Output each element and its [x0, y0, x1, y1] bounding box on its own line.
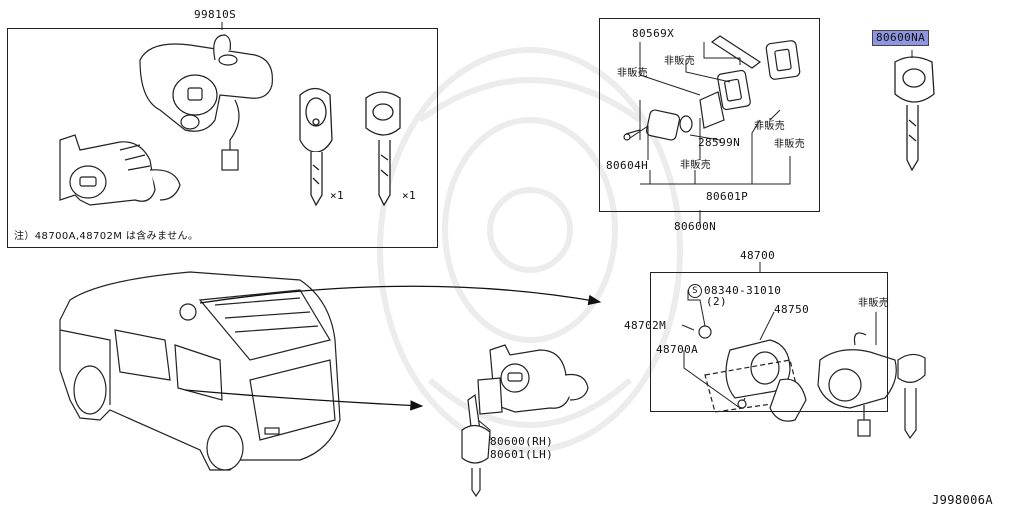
- label-80600na-highlighted[interactable]: 80600NA: [872, 30, 930, 46]
- label-80604h: 80604H: [606, 159, 649, 172]
- qty-key-remote: ×1: [330, 189, 345, 202]
- label-80600rh: 80600(RH): [490, 435, 554, 448]
- vehicle-drawing: [59, 271, 341, 471]
- label-48750: 48750: [774, 303, 810, 316]
- label-48700: 48700: [740, 249, 776, 262]
- label-hihanbai-4: 非販売: [774, 139, 806, 150]
- label-hihanbai-1: 非販売: [664, 56, 696, 67]
- label-08340-31010: 08340-31010: [704, 284, 782, 297]
- note-text: 注）48700A,48702M は含みません。: [14, 231, 199, 242]
- screw-symbol: S: [688, 284, 702, 298]
- key-set-parts-drawing: [623, 35, 801, 141]
- set-80600n-frame: [599, 18, 820, 212]
- label-80601lh: 80601(LH): [490, 448, 554, 461]
- callout-arrows: [184, 285, 602, 411]
- key-80600na-drawing: [894, 56, 935, 172]
- set-48700-frame: [650, 272, 888, 412]
- label-99810s: 99810S: [194, 8, 237, 21]
- steering-lock-assembly-drawing: [698, 325, 926, 440]
- label-hihanbai-2: 非販売: [617, 68, 649, 79]
- label-80600n: 80600N: [674, 220, 717, 233]
- door-lock-assembly-drawing: [461, 344, 589, 498]
- label-28599n: 28599N: [698, 136, 741, 149]
- label-80601p: 80601P: [706, 190, 749, 203]
- label-48700a: 48700A: [656, 343, 699, 356]
- label-80569x: 80569X: [632, 27, 675, 40]
- label-48702m: 48702M: [624, 319, 667, 332]
- ignition-switch-drawing: [139, 34, 273, 171]
- label-08340-qty: (2): [706, 295, 728, 308]
- label-hihanbai-3: 非販売: [754, 121, 786, 132]
- diagram-id: J998006A: [932, 493, 993, 507]
- label-hihanbai-5: 非販売: [680, 160, 712, 171]
- door-lock-cylinder-drawing: [59, 134, 181, 206]
- blade-key-drawing: [365, 91, 401, 207]
- qty-blade-key: ×1: [402, 189, 417, 202]
- label-hihanbai-right: 非販売: [858, 298, 890, 309]
- leader-lines: [221, 22, 913, 440]
- set-99810s-frame: [7, 28, 438, 248]
- key-remote-drawing: [299, 87, 333, 207]
